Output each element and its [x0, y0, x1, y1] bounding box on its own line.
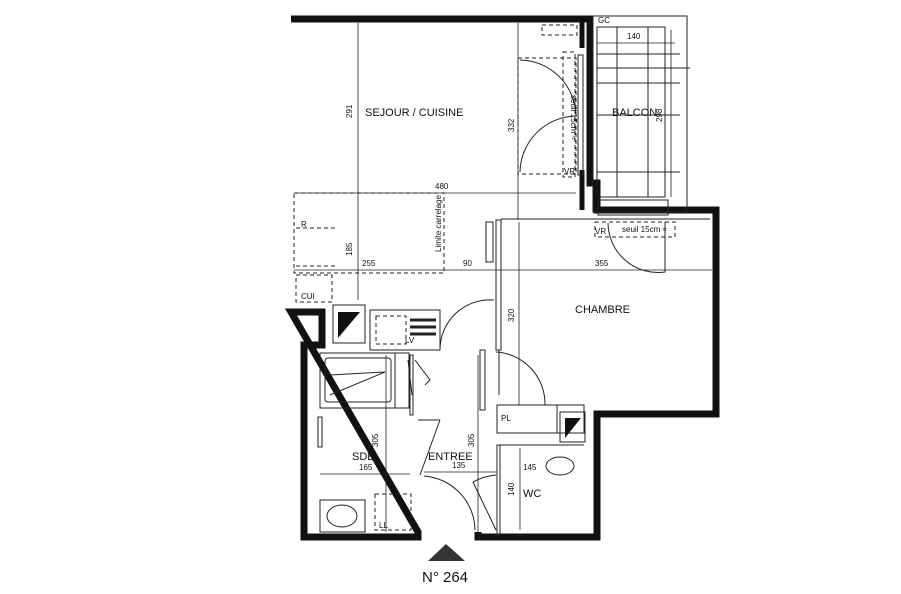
interior-walls: [317, 218, 710, 536]
room-label-chambre: CHAMBRE: [575, 304, 630, 316]
annotation-pl: PL: [501, 414, 511, 423]
dim-label: 90: [463, 259, 472, 268]
room-label-balcon: BALCON: [612, 107, 657, 119]
annotation-threshold: seuil 15cm ≈: [622, 225, 667, 234]
toilet-icon: [545, 456, 575, 476]
dim-label: 320: [507, 308, 516, 322]
annotation-r: R: [301, 220, 307, 229]
annotation-threshold: seuil 15cm ≈: [569, 95, 578, 140]
dim-label: 480: [435, 182, 449, 191]
room-label-entree: ENTREE: [428, 451, 473, 463]
duct-icon: [565, 418, 581, 438]
dim-label: 298: [655, 108, 664, 122]
dim-label: 165: [359, 463, 373, 472]
annotation-ll: LL: [379, 521, 388, 530]
dimension-lines: [294, 23, 712, 532]
entrance-arrow-icon: [428, 544, 465, 561]
room-label-sde: SDE: [352, 451, 375, 463]
unit-number: N° 264: [422, 569, 468, 586]
annotation-cui: CUI: [301, 292, 315, 301]
dim-label: 145: [523, 463, 537, 472]
washbasin-icon: [326, 504, 358, 528]
dim-label: 185: [345, 242, 354, 256]
exterior-walls: [284, 15, 720, 541]
dim-label: 305: [467, 433, 476, 447]
annotation-lv: LV: [405, 336, 415, 345]
annotation-limite-carrelage: Limite carrelage: [434, 195, 443, 252]
room-label-wc: WC: [523, 488, 541, 500]
dim-label: 140: [507, 482, 516, 496]
dim-label: 291: [345, 104, 354, 118]
sink-drainer: [410, 318, 436, 336]
room-label-sejour: SEJOUR / CUISINE: [365, 107, 463, 119]
annotation-vr: VR: [595, 227, 606, 236]
balcony: [592, 15, 690, 216]
annotation-gc: GC: [598, 16, 610, 25]
dim-label: 332: [507, 118, 516, 132]
dim-label: 140: [627, 32, 641, 41]
dim-label: 135: [452, 461, 466, 470]
duct-icon: [338, 312, 360, 338]
annotation-vr: VR: [564, 167, 575, 176]
dim-label: 305: [371, 433, 380, 447]
dim-label: 255: [362, 259, 376, 268]
dim-label: 355: [595, 259, 609, 268]
